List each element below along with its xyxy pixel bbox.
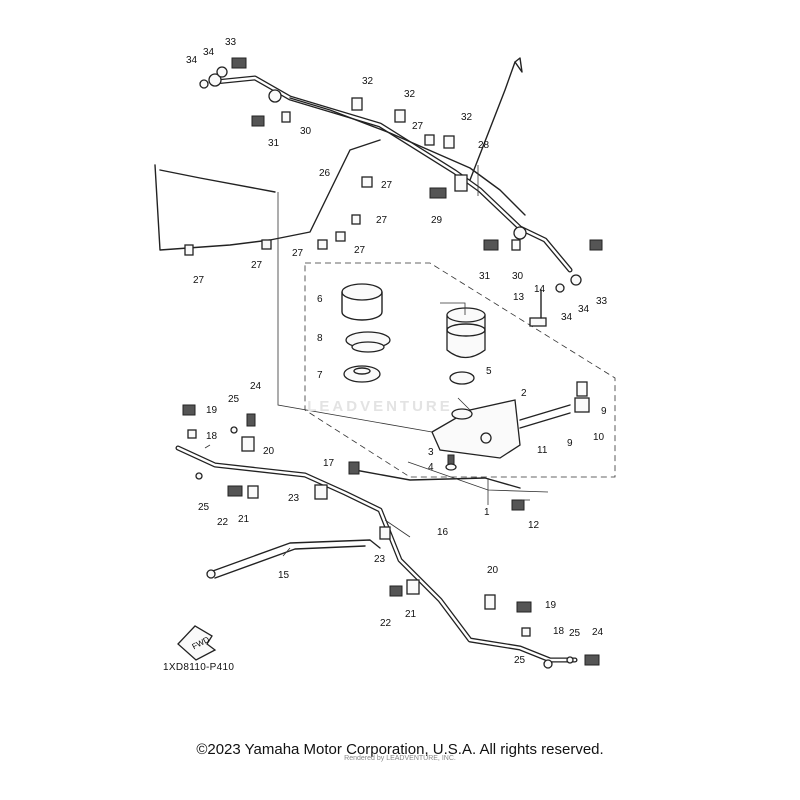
callout-25-upper: 25 <box>228 394 240 405</box>
callout-27-c: 27 <box>354 245 366 256</box>
callout-24-left: 24 <box>250 381 262 392</box>
callout-30-upper: 30 <box>300 126 312 137</box>
callout-20-right: 20 <box>487 565 499 576</box>
master-cylinder-assembly <box>341 283 590 511</box>
callout-12: 12 <box>528 520 540 531</box>
callout-21-left: 21 <box>238 514 250 525</box>
callout-16: 16 <box>437 527 449 538</box>
callout-8: 8 <box>317 333 323 344</box>
callout-32-b: 32 <box>404 89 416 100</box>
callout-4: 4 <box>428 462 434 473</box>
callout-34-a: 34 <box>203 47 215 58</box>
callout-27-g: 27 <box>412 121 424 132</box>
callout-28: 28 <box>478 140 490 151</box>
fwd-arrow-icon: FWD <box>177 625 217 661</box>
callout-27-b: 27 <box>376 215 388 226</box>
callout-9-left: 9 <box>567 438 573 449</box>
callout-26: 26 <box>319 168 331 179</box>
callout-31-upper: 31 <box>268 138 280 149</box>
callout-25-lower: 25 <box>198 502 210 513</box>
callout-6: 6 <box>317 294 323 305</box>
callout-24-right: 24 <box>592 627 604 638</box>
callout-11: 11 <box>537 445 548 456</box>
callout-32-c: 32 <box>461 112 473 123</box>
callout-29: 29 <box>431 215 443 226</box>
callout-15: 15 <box>278 570 290 581</box>
callout-25-right: 25 <box>514 655 526 666</box>
callout-34-c: 34 <box>561 312 573 323</box>
callout-18-left: 18 <box>206 431 218 442</box>
callout-27-f: 27 <box>193 275 205 286</box>
callout-22-right: 22 <box>380 618 392 629</box>
callouts: 1 2 3 4 5 6 7 8 9 9 10 11 12 13 14 15 16… <box>186 37 608 666</box>
callout-30-lower: 30 <box>512 271 524 282</box>
callout-21-right: 21 <box>405 609 417 620</box>
callout-5: 5 <box>486 366 492 377</box>
copyright-notice: ©2023 Yamaha Motor Corporation, U.S.A. A… <box>196 741 604 758</box>
render-note: Rendered by LEADVENTURE, INC. <box>344 755 456 762</box>
callout-27-a: 27 <box>381 180 393 191</box>
callout-9-right: 9 <box>601 406 607 417</box>
callout-31-lower: 31 <box>479 271 491 282</box>
callout-32-a: 32 <box>362 76 374 87</box>
pipe-clips <box>184 97 468 256</box>
callout-23-right: 23 <box>374 554 386 565</box>
callout-14: 14 <box>534 284 546 295</box>
diagram-code: 1XD8110-P410 <box>163 662 235 673</box>
callout-19-right: 19 <box>545 600 557 611</box>
leader-lines <box>204 165 549 557</box>
callout-23-left: 23 <box>288 493 300 504</box>
brake-hose-lower <box>175 404 600 669</box>
callout-22-left: 22 <box>217 517 229 528</box>
pipe-bolts <box>199 57 603 293</box>
callout-19-left: 19 <box>206 405 218 416</box>
callout-7: 7 <box>317 370 323 381</box>
callout-20-left: 20 <box>263 446 275 457</box>
callout-13: 13 <box>513 292 525 303</box>
callout-33-lower: 33 <box>596 296 608 307</box>
callout-2: 2 <box>521 388 527 399</box>
callout-27-e: 27 <box>251 260 263 271</box>
callout-10: 10 <box>593 432 605 443</box>
callout-1: 1 <box>484 507 490 518</box>
watermark: LEADVENTURE <box>307 398 453 415</box>
callout-33-upper: 33 <box>225 37 237 48</box>
callout-34-b: 34 <box>186 55 198 66</box>
callout-34-d: 34 <box>578 304 590 315</box>
callout-18-right: 18 <box>553 626 565 637</box>
callout-25-right2: 25 <box>569 628 581 639</box>
brake-pipe-upper <box>154 57 573 273</box>
callout-17: 17 <box>323 458 335 469</box>
callout-3: 3 <box>428 447 434 458</box>
callout-27-d: 27 <box>292 248 304 259</box>
